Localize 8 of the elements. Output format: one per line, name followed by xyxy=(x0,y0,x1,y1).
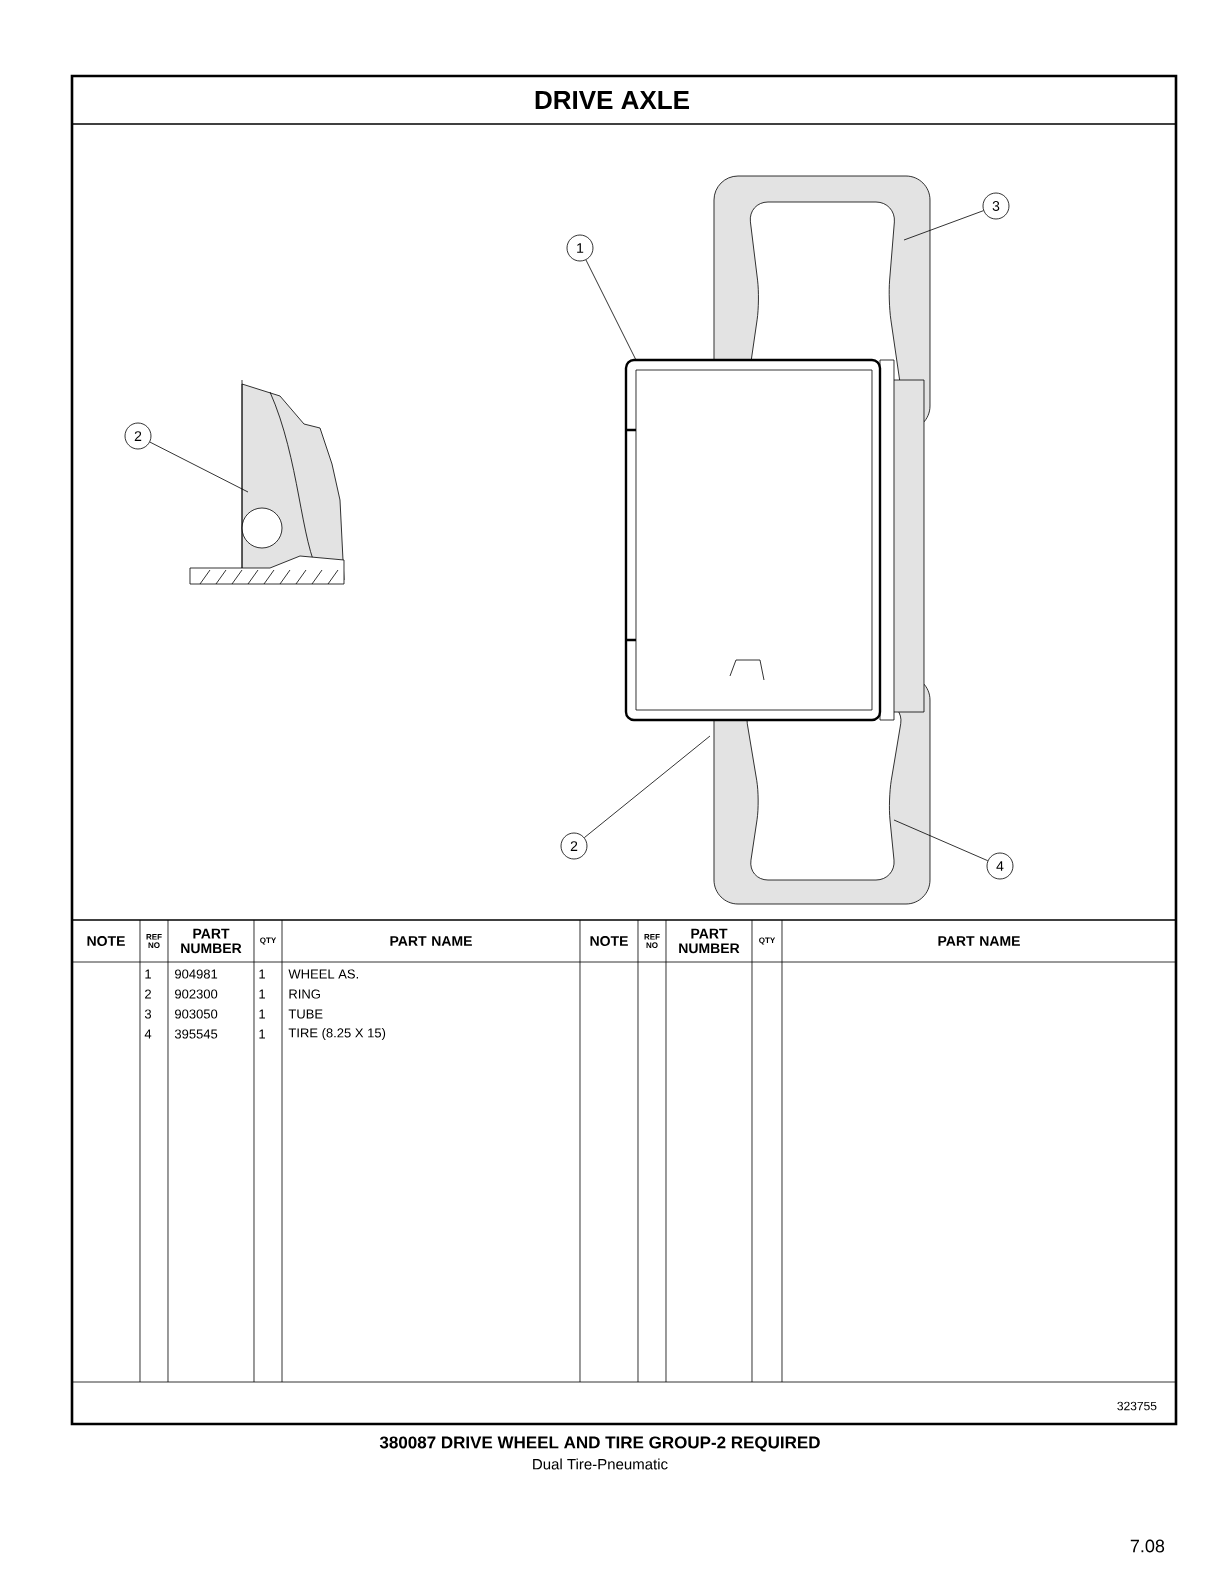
leader-line xyxy=(903,210,984,241)
leader-line xyxy=(149,441,249,493)
page-number: 7.08 xyxy=(1130,1539,1165,1553)
leader-line xyxy=(893,819,989,862)
title: DRIVE AXLE xyxy=(535,91,689,109)
caption: 380087 DRIVE WHEEL AND TIRE GROUP-2 REQUIRED xyxy=(379,1436,820,1452)
leader-line xyxy=(585,259,637,361)
leader-line xyxy=(584,735,711,838)
